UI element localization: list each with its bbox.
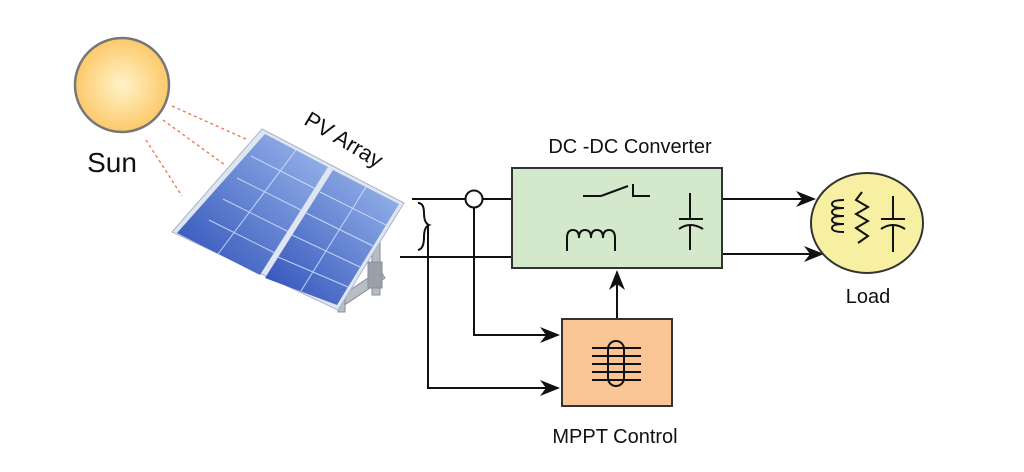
- panel-right: [265, 170, 399, 305]
- mppt-label: MPPT Control: [552, 426, 677, 448]
- load-capacitor-icon: [880, 196, 906, 252]
- sun-icon: [73, 36, 171, 134]
- switch-icon: [583, 184, 650, 197]
- mppt-box: [561, 318, 673, 407]
- inductor-icon: [566, 228, 616, 251]
- sun-label: Sun: [87, 147, 137, 178]
- load-ellipse: [810, 172, 924, 274]
- panel-left: [177, 134, 328, 275]
- load-label: Load: [846, 286, 891, 308]
- dc-dc-converter: DC -DC Converter: [511, 136, 723, 269]
- mppt-control: MPPT Control: [552, 318, 678, 448]
- sun-rays: [145, 105, 249, 197]
- current-sensor: [464, 189, 484, 209]
- chip-icon: [592, 340, 641, 387]
- pv-array: PV Array: [171, 107, 405, 313]
- load-resistor-icon: [854, 191, 870, 244]
- load: Load: [810, 172, 924, 308]
- sun: Sun: [73, 36, 249, 197]
- converter-label: DC -DC Converter: [548, 136, 712, 158]
- load-inductor-icon: [830, 199, 845, 233]
- panel-cell-grid: [208, 149, 387, 292]
- current-sense-line: [473, 208, 560, 343]
- capacitor-icon: [678, 193, 704, 250]
- wiring: [400, 189, 824, 396]
- voltage-sense-line: [427, 225, 560, 396]
